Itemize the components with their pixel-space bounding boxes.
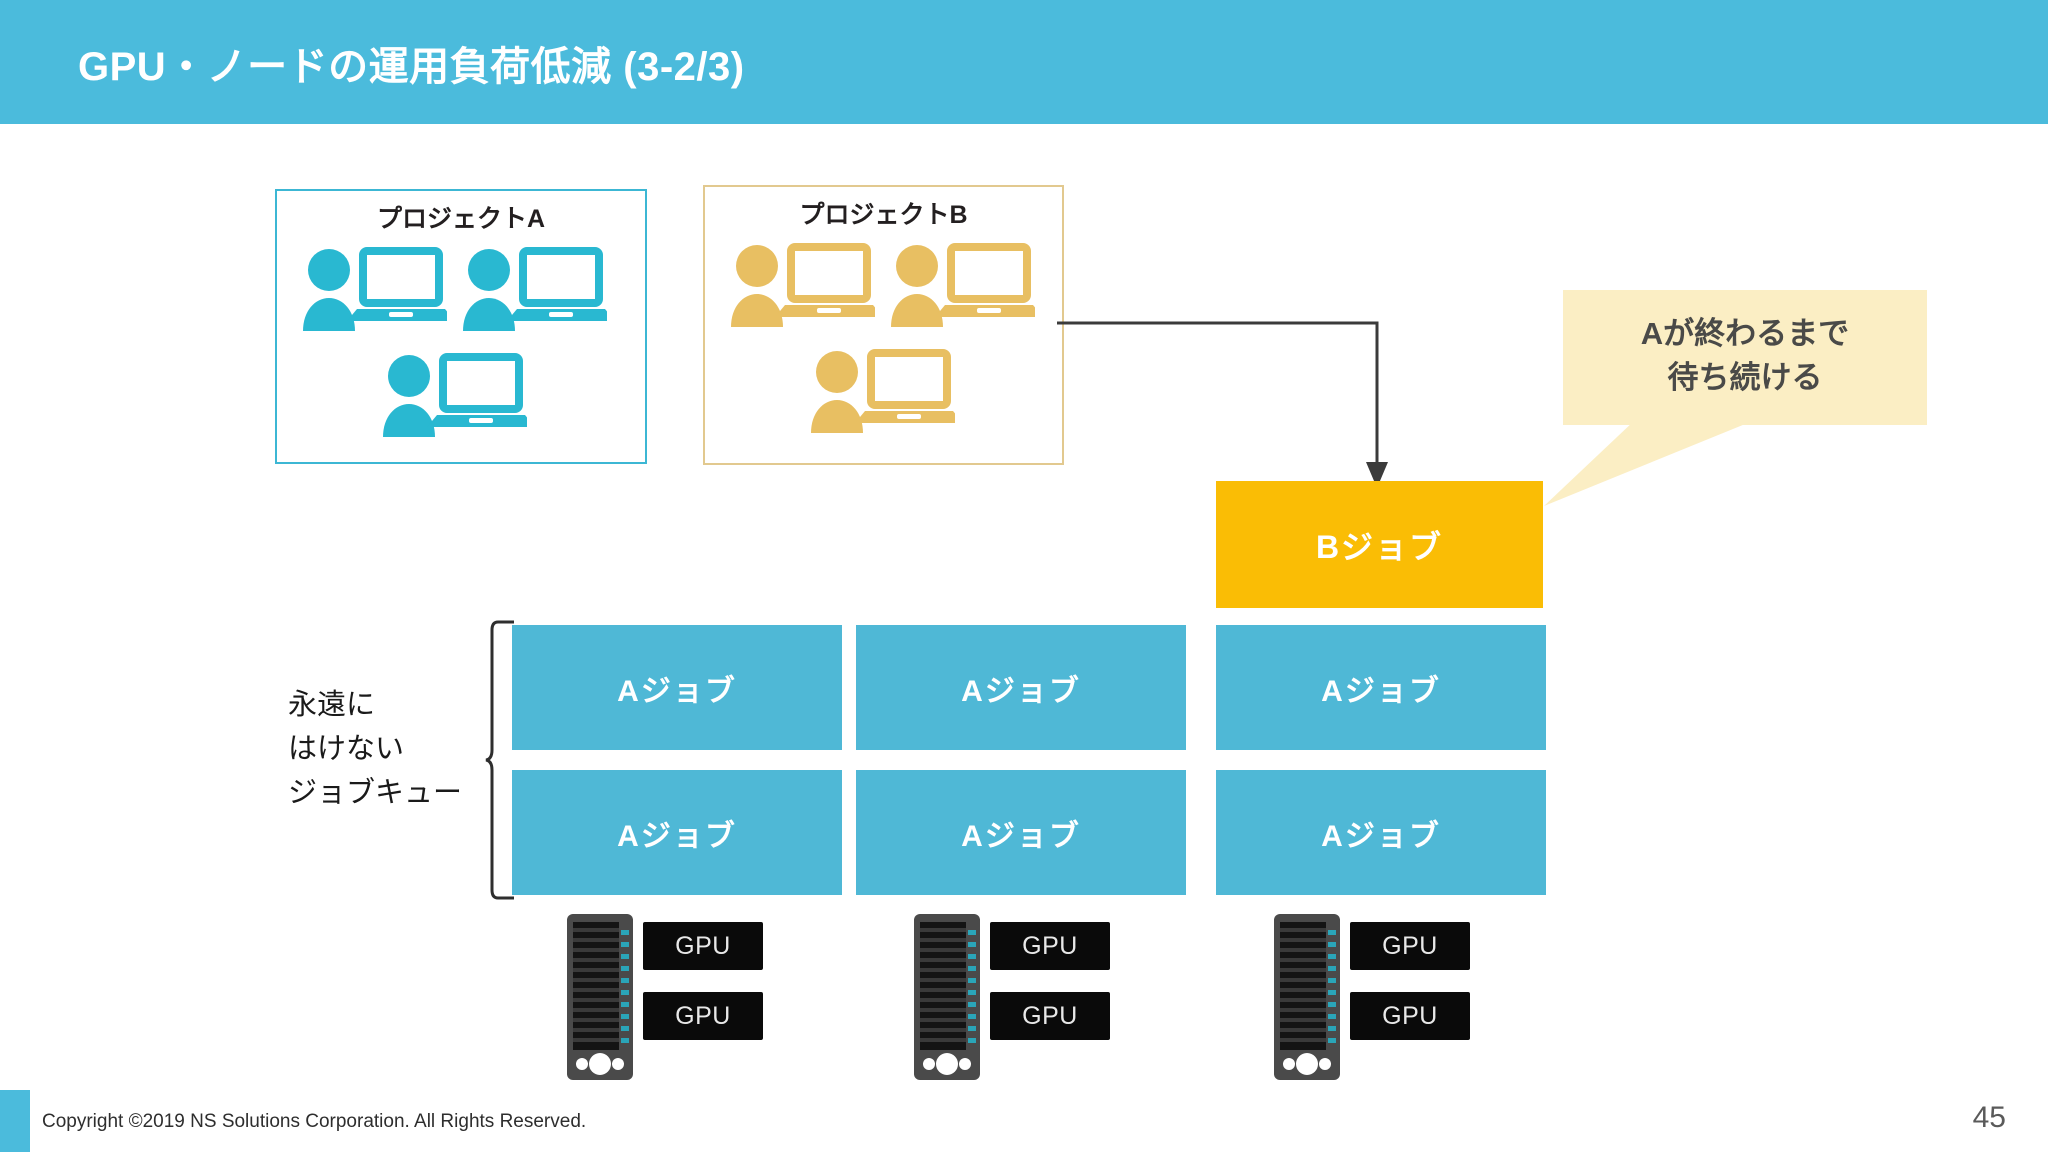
callout-tail [1540,418,1760,508]
footer-accent-bar [0,1090,30,1152]
server-icon [1274,914,1340,1080]
project-a-title: プロジェクトA [376,205,546,233]
job-box-a: Aジョブ [1216,625,1546,750]
callout-text: Aが終わるまで 待ち続ける [1640,316,1850,395]
gpu-chip: GPU [990,922,1110,970]
job-a-label: Aジョブ [961,819,1081,853]
job-b-label: Bジョブ [1315,528,1444,565]
job-box-a: Aジョブ [856,770,1186,895]
gpu-chip: GPU [1350,992,1470,1040]
job-a-label: Aジョブ [617,819,737,853]
page-title: GPU・ノードの運用負荷低減 (3-2/3) [78,45,745,89]
gpu-chip: GPU [1350,922,1470,970]
server-icon [914,914,980,1080]
project-b-to-job-b-arrow [1055,310,1395,500]
project-a-box: プロジェクトA [275,189,647,464]
node-unit: GPU GPU [565,912,763,1082]
copyright-text: Copyright ©2019 NS Solutions Corporation… [42,1111,587,1132]
person-laptop-icon [885,239,1043,331]
person-laptop-icon [457,243,615,335]
node-unit: GPU GPU [912,912,1110,1082]
job-box-a: Aジョブ [512,770,842,895]
header-band [0,0,2048,124]
callout-balloon: Aが終わるまで 待ち続ける [1563,290,1927,425]
job-a-label: Aジョブ [1321,674,1441,708]
gpu-chip: GPU [990,992,1110,1040]
queue-bracket [484,620,518,900]
job-box-a: Aジョブ [512,625,842,750]
node-unit: GPU GPU [1272,912,1470,1082]
job-box-b: Bジョブ [1216,481,1543,608]
person-laptop-icon [725,239,883,331]
gpu-chip: GPU [643,922,763,970]
page-number: 45 [1972,1101,2006,1134]
job-box-a: Aジョブ [1216,770,1546,895]
job-a-label: Aジョブ [1321,819,1441,853]
job-box-a: Aジョブ [856,625,1186,750]
job-a-label: Aジョブ [617,674,737,708]
person-laptop-icon [377,349,535,441]
server-icon [567,914,633,1080]
project-b-title: プロジェクトB [799,201,968,229]
person-laptop-icon [297,243,455,335]
project-b-box: プロジェクトB [703,185,1064,465]
job-a-label: Aジョブ [961,674,1081,708]
queue-label: 永遠に はけない ジョブキュー [288,689,463,809]
person-laptop-icon [805,345,963,437]
gpu-chip: GPU [643,992,763,1040]
